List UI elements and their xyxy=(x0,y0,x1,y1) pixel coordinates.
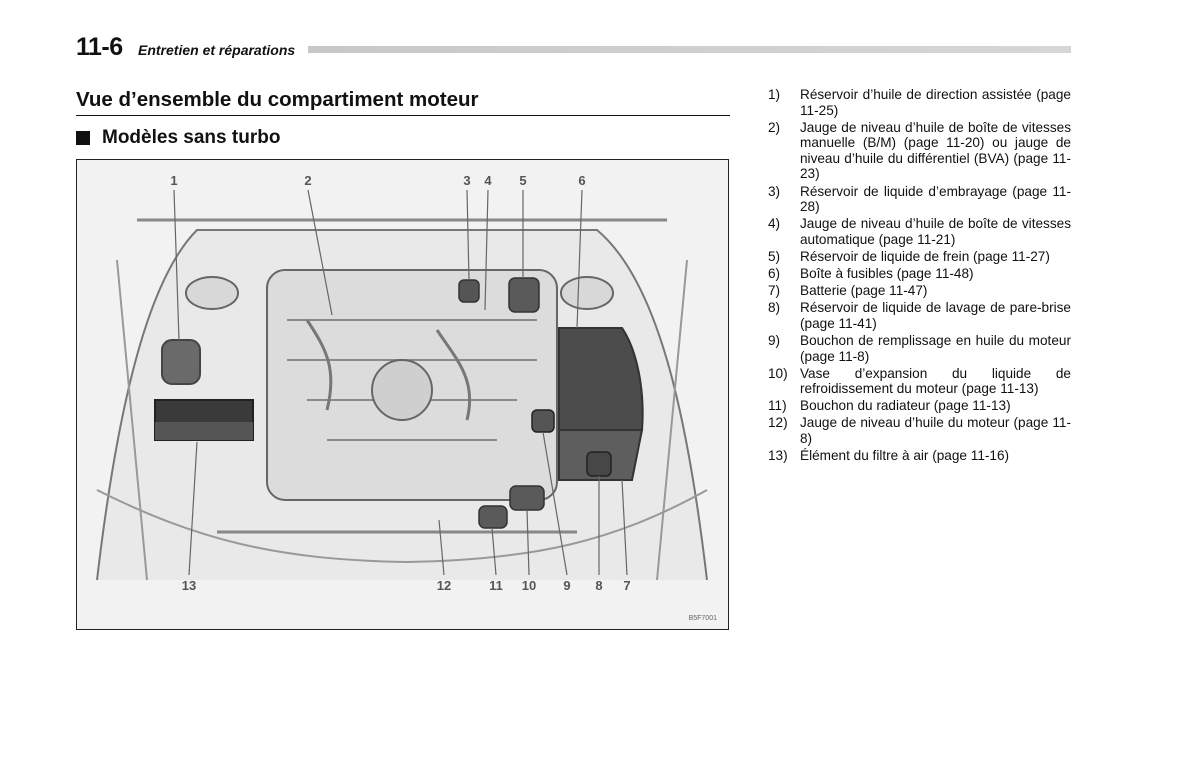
callout-1: 1 xyxy=(170,173,177,188)
legend-item: 4)Jauge de niveau d’huile de boîte de vi… xyxy=(768,216,1071,247)
page-title: Vue d’ensemble du compartiment moteur xyxy=(76,88,730,116)
left-strut-tower xyxy=(186,277,238,309)
legend-text: Bouchon de remplissage en huile du moteu… xyxy=(800,333,1071,364)
callout-13: 13 xyxy=(182,578,196,593)
air-filter-lower xyxy=(155,422,253,440)
legend-number: 1) xyxy=(768,87,800,118)
legend-text: Jauge de niveau d’huile de boîte de vite… xyxy=(800,120,1071,182)
square-bullet-icon xyxy=(76,131,90,145)
legend-text: Réservoir de liquide de frein (page 11-2… xyxy=(800,249,1071,265)
legend-item: 8)Réservoir de liquide de lavage de pare… xyxy=(768,300,1071,331)
legend-item: 11)Bouchon du radiateur (page 11-13) xyxy=(768,398,1071,414)
callout-4: 4 xyxy=(484,173,492,188)
brake-reservoir xyxy=(509,278,539,312)
subtitle: Modèles sans turbo xyxy=(76,127,280,149)
callout-12: 12 xyxy=(437,578,451,593)
radiator-cap xyxy=(479,506,507,528)
legend-item: 13)Élément du filtre à air (page 11-16) xyxy=(768,448,1071,464)
legend-text: Élément du filtre à air (page 11-16) xyxy=(800,448,1071,464)
legend-number: 4) xyxy=(768,216,800,247)
legend-number: 13) xyxy=(768,448,800,464)
page-header: 11-6 Entretien et réparations xyxy=(76,32,1071,62)
washer-reservoir xyxy=(587,452,611,476)
fuse-box xyxy=(559,328,643,430)
callout-5: 5 xyxy=(519,173,526,188)
oil-filler-cap xyxy=(532,410,554,432)
figure-code: B5F7001 xyxy=(689,615,718,622)
legend-number: 12) xyxy=(768,415,800,446)
callout-6: 6 xyxy=(578,173,585,188)
legend-item: 10)Vase d’expansion du liquide de refroi… xyxy=(768,366,1071,397)
clutch-reservoir xyxy=(459,280,479,302)
legend-item: 6)Boîte à fusibles (page 11-48) xyxy=(768,266,1071,282)
header-rule xyxy=(308,46,1071,53)
page-number: 11-6 xyxy=(76,33,123,62)
legend-item: 2)Jauge de niveau d’huile de boîte de vi… xyxy=(768,120,1071,182)
legend-item: 5)Réservoir de liquide de frein (page 11… xyxy=(768,249,1071,265)
engine-compartment-diagram: 1 2 3 4 5 6 13 12 11 10 9 8 7 B5F7001 xyxy=(76,159,729,630)
callout-10: 10 xyxy=(522,578,536,593)
legend-item: 1)Réservoir d’huile de direction assisté… xyxy=(768,87,1071,118)
legend-text: Vase d’expansion du liquide de refroidis… xyxy=(800,366,1071,397)
legend-item: 3)Réservoir de liquide d’embrayage (page… xyxy=(768,184,1071,215)
legend-number: 5) xyxy=(768,249,800,265)
legend-text: Jauge de niveau d’huile du moteur (page … xyxy=(800,415,1071,446)
legend-number: 3) xyxy=(768,184,800,215)
legend-number: 10) xyxy=(768,366,800,397)
legend-number: 11) xyxy=(768,398,800,414)
legend-text: Bouchon du radiateur (page 11-13) xyxy=(800,398,1071,414)
section-title: Entretien et réparations xyxy=(138,42,295,58)
legend-number: 8) xyxy=(768,300,800,331)
legend-text: Réservoir de liquide d’embrayage (page 1… xyxy=(800,184,1071,215)
power-steering-reservoir xyxy=(162,340,200,384)
legend-item: 9)Bouchon de remplissage en huile du mot… xyxy=(768,333,1071,364)
legend-text: Réservoir de liquide de lavage de pare-b… xyxy=(800,300,1071,331)
legend-number: 7) xyxy=(768,283,800,299)
legend-text: Jauge de niveau d’huile de boîte de vite… xyxy=(800,216,1071,247)
subtitle-text: Modèles sans turbo xyxy=(102,127,280,149)
legend-number: 6) xyxy=(768,266,800,282)
legend-text: Réservoir d’huile de direction assistée … xyxy=(800,87,1071,118)
callout-11: 11 xyxy=(489,578,503,593)
engine-illustration: 1 2 3 4 5 6 13 12 11 10 9 8 7 B5F7001 xyxy=(77,160,727,628)
legend-list: 1)Réservoir d’huile de direction assisté… xyxy=(768,87,1071,465)
callout-3: 3 xyxy=(463,173,470,188)
callout-9: 9 xyxy=(563,578,570,593)
legend-text: Boîte à fusibles (page 11-48) xyxy=(800,266,1071,282)
callout-8: 8 xyxy=(595,578,602,593)
callout-7: 7 xyxy=(623,578,630,593)
legend-number: 9) xyxy=(768,333,800,364)
coolant-reservoir xyxy=(510,486,544,510)
callout-2: 2 xyxy=(304,173,311,188)
intake-plenum xyxy=(372,360,432,420)
legend-item: 7)Batterie (page 11-47) xyxy=(768,283,1071,299)
legend-text: Batterie (page 11-47) xyxy=(800,283,1071,299)
legend-item: 12)Jauge de niveau d’huile du moteur (pa… xyxy=(768,415,1071,446)
right-strut-tower xyxy=(561,277,613,309)
legend-number: 2) xyxy=(768,120,800,182)
